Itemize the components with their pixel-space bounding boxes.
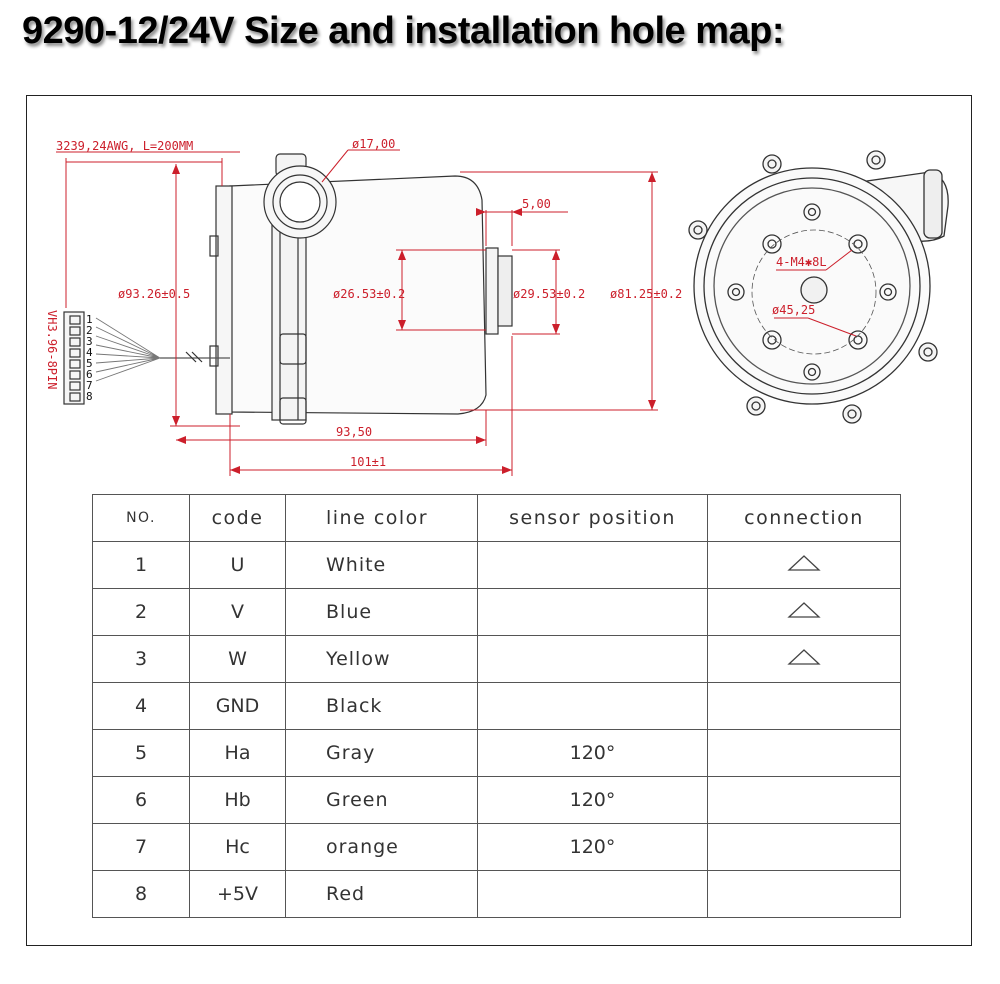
cell-no: 7 [92, 823, 190, 871]
front-view [688, 150, 949, 424]
cell-line-color: Blue [285, 588, 478, 636]
cell-no: 8 [92, 870, 190, 918]
cell-code: +5V [189, 870, 286, 918]
cell-no: 4 [92, 682, 190, 730]
drawing-frame [26, 95, 972, 946]
cell-line-color: Red [285, 870, 478, 918]
cell-line-color: Yellow [285, 635, 478, 683]
housing-diameter-label: ø81.25±0.2 [610, 287, 682, 301]
cell-connection [707, 823, 901, 871]
cell-line-color: Black [285, 682, 478, 730]
header-code: code [189, 494, 286, 542]
cell-code: GND [189, 682, 286, 730]
cell-code: Hb [189, 776, 286, 824]
pin-4-label: 4 [86, 346, 93, 359]
header-line-color: line color [285, 494, 478, 542]
cell-line-color: Green [285, 776, 478, 824]
pin-table: NO. code line color sensor position conn… [92, 494, 901, 918]
cell-connection [707, 682, 901, 730]
cell-connection [707, 588, 901, 636]
cell-no: 5 [92, 729, 190, 777]
header-connection: connection [707, 494, 901, 542]
hub-diameter-label: ø29.53±0.2 [513, 287, 585, 301]
cell-sensor-position [477, 870, 708, 918]
pin-8-label: 8 [86, 390, 93, 403]
connector-label: VH3.96-8PIN [45, 310, 59, 389]
triangle-icon [787, 601, 821, 618]
cell-connection [707, 776, 901, 824]
cell-connection [707, 729, 901, 777]
cell-sensor-position [477, 588, 708, 636]
table-header-row: NO. code line color sensor position conn… [92, 494, 901, 542]
cell-code: W [189, 635, 286, 683]
cell-code: Hc [189, 823, 286, 871]
pin-6-label: 6 [86, 368, 93, 381]
offset-label: 5,00 [522, 197, 551, 211]
cell-sensor-position: 120° [477, 823, 708, 871]
cell-sensor-position [477, 541, 708, 589]
triangle-icon [787, 648, 821, 665]
side-view [63, 153, 513, 425]
cell-sensor-position: 120° [477, 776, 708, 824]
cell-no: 6 [92, 776, 190, 824]
pin-3-label: 3 [86, 335, 93, 348]
cell-no: 2 [92, 588, 190, 636]
cell-sensor-position: 120° [477, 729, 708, 777]
cell-no: 1 [92, 541, 190, 589]
port-diameter-label: ø17,00 [352, 137, 395, 151]
cell-connection [707, 541, 901, 589]
cell-code: V [189, 588, 286, 636]
cell-code: Ha [189, 729, 286, 777]
header-sensor-position: sensor position [477, 494, 708, 542]
pcd-label: ø45,25 [772, 303, 815, 317]
length-1-label: 93,50 [336, 425, 372, 439]
body-diameter-label: ø93.26±0.5 [118, 287, 190, 301]
side-dimension-arrows [172, 164, 656, 474]
cell-sensor-position [477, 635, 708, 683]
cell-sensor-position [477, 682, 708, 730]
pin-2-label: 2 [86, 324, 93, 337]
inner-diameter-label: ø26.53±0.2 [333, 287, 405, 301]
pin-1-label: 1 [86, 313, 93, 326]
holes-label: 4-M4✱8L [776, 255, 827, 269]
page-title: 9290-12/24V Size and installation hole m… [22, 10, 785, 52]
cell-line-color: White [285, 541, 478, 589]
cell-line-color: Gray [285, 729, 478, 777]
pin-7-label: 7 [86, 379, 93, 392]
cell-code: U [189, 541, 286, 589]
cell-connection [707, 870, 901, 918]
cell-line-color: orange [285, 823, 478, 871]
connector-pin-numbers: 1 2 3 4 5 6 7 8 [86, 313, 93, 403]
cell-connection [707, 635, 901, 683]
wire-note: 3239,24AWG, L=200MM [56, 139, 193, 153]
header-no: NO. [92, 494, 190, 542]
length-2-label: 101±1 [350, 455, 386, 469]
cell-no: 3 [92, 635, 190, 683]
pin-5-label: 5 [86, 357, 93, 370]
triangle-icon [787, 554, 821, 571]
front-dimensions [774, 249, 857, 337]
